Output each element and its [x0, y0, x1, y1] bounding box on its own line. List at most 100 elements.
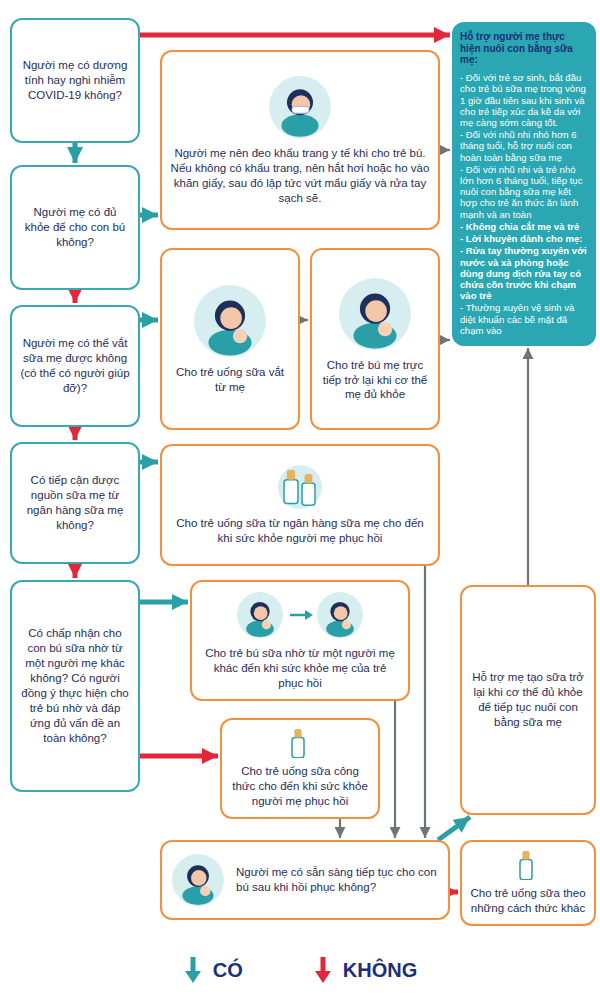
- legend-text: KHÔNG: [343, 959, 417, 982]
- icon-face: [365, 300, 387, 322]
- icon-bottle: [302, 483, 315, 505]
- node-text: Có chấp nhận cho con bú sữa nhờ từ một n…: [20, 626, 130, 746]
- flow-arrow: [140, 460, 158, 465]
- icon-face: [220, 307, 242, 329]
- flow-arrow: [438, 817, 470, 840]
- icon-bottle: [284, 480, 298, 504]
- icon-baby: [233, 329, 247, 343]
- node-text: Cho trẻ uống sữa từ ngân hàng sữa mẹ cho…: [170, 516, 430, 546]
- node-text: Người mẹ có đủ khỏe để cho con bú không?: [20, 205, 130, 250]
- icon-hair: [250, 602, 269, 621]
- icon-bg: [172, 854, 224, 906]
- icon-mask: [292, 107, 309, 114]
- node-text: Có tiếp cận được nguồn sữa mẹ từ ngân hà…: [20, 473, 130, 533]
- decision-box: Người mẹ có thể vắt sữa mẹ được không (c…: [10, 305, 140, 427]
- node-text: Hỗ trợ mẹ tạo sữa trở lại khi cơ thể đủ …: [470, 670, 586, 730]
- icon-arrowhead: [305, 610, 313, 620]
- legend-arrow: [183, 955, 203, 985]
- icon-hair: [360, 293, 390, 323]
- node-text: - Đối với nhũ nhi nhỏ hơn 6 tháng tuổi, …: [460, 129, 588, 163]
- flow-arrow: [450, 890, 458, 895]
- node-text: Người mẹ có dương tính hay nghi nhiễm CO…: [20, 58, 130, 103]
- icon-face: [191, 870, 207, 886]
- icon-face: [334, 606, 348, 620]
- flow-arrow: [140, 318, 158, 323]
- illustration: [260, 464, 340, 510]
- icon-face: [292, 95, 311, 114]
- illustration: [337, 276, 413, 352]
- flow-arrow: [73, 290, 78, 303]
- icon-baby: [342, 620, 351, 629]
- icon-face: [254, 606, 268, 620]
- node-text: - Không chia cắt mẹ và trẻ: [460, 221, 579, 232]
- action-box: Cho trẻ uống sữa công thức cho đến khi s…: [220, 718, 380, 819]
- flow-arrow: [73, 143, 78, 163]
- decision-box: Có chấp nhận cho con bú sữa nhờ từ một n…: [10, 580, 140, 792]
- panel-heading: Hỗ trợ người mẹ thực hiện nuôi con bằng …: [460, 31, 588, 66]
- flow-arrow: [140, 213, 158, 218]
- flow-arrow: [140, 754, 218, 759]
- flow-arrow: [339, 819, 341, 838]
- action-box: Cho trẻ uống sữa theo những cách thức kh…: [460, 840, 596, 926]
- action-box: Cho trẻ bú sữa nhờ từ một người mẹ khác …: [190, 580, 410, 701]
- icon-body: [326, 621, 354, 638]
- decision-box: Người mẹ có sẵn sàng tiếp tục cho con bú…: [160, 840, 450, 920]
- node-text: Người mẹ có thể vắt sữa mẹ được không (c…: [20, 336, 130, 396]
- icon-bg: [237, 592, 283, 638]
- icon-baby: [262, 620, 271, 629]
- icon-nipple: [305, 474, 313, 483]
- node-text: - Lời khuyên dành cho mẹ:: [460, 233, 583, 244]
- icon-hair: [187, 865, 209, 887]
- icon-baby: [200, 886, 210, 896]
- icon-arrow: [290, 614, 307, 617]
- illustration: [192, 283, 268, 359]
- icon-baby: [378, 322, 392, 336]
- decision-box: Có tiếp cận được nguồn sữa mẹ từ ngân hà…: [10, 442, 140, 564]
- icon-nipple: [294, 729, 301, 737]
- icon-bg: [194, 285, 266, 357]
- legend-item: CÓ: [183, 955, 243, 985]
- icon-body: [353, 322, 396, 348]
- icon-body: [246, 621, 274, 638]
- node-text: Cho trẻ uống sữa theo những cách thức kh…: [470, 886, 586, 916]
- node-text: - Đối với trẻ sơ sinh, bắt đầu cho trẻ b…: [460, 72, 588, 128]
- illustration: [265, 74, 335, 140]
- legend-item: KHÔNG: [313, 955, 417, 985]
- flow-arrow: [140, 33, 450, 38]
- action-box: Cho trẻ uống sữa từ ngân hàng sữa mẹ cho…: [160, 444, 440, 566]
- decision-box: Người mẹ có dương tính hay nghi nhiễm CO…: [10, 18, 140, 143]
- flow-arrow: [527, 348, 529, 585]
- legend-text: CÓ: [213, 959, 243, 982]
- flow-arrow: [73, 564, 78, 578]
- icon-bg: [339, 278, 411, 350]
- illustration: [286, 728, 314, 758]
- icon-bottle: [520, 859, 532, 879]
- node-text: - Rửa tay thường xuyên với nước và xà ph…: [460, 245, 588, 301]
- flow-arrow: [440, 339, 450, 341]
- icon-body: [182, 886, 213, 905]
- flow-arrow: [440, 149, 450, 151]
- flow-arrow: [73, 427, 78, 440]
- flow-arrow: [394, 701, 396, 838]
- action-box: Hỗ trợ mẹ tạo sữa trở lại khi cơ thể đủ …: [460, 585, 596, 815]
- icon-nipple: [522, 851, 529, 859]
- icon-hair: [330, 602, 349, 621]
- action-box: Người mẹ nên đeo khẩu trang y tế khi cho…: [160, 50, 440, 230]
- flow-arrow: [300, 319, 308, 321]
- icon-hair: [287, 89, 313, 115]
- icon-body: [281, 115, 318, 137]
- node-text: Cho trẻ uống sữa công thức cho đến khi s…: [230, 764, 370, 809]
- node-text: Cho trẻ bú sữa nhờ từ một người mẹ khác …: [200, 646, 400, 691]
- legend: CÓ KHÔNG: [0, 950, 600, 990]
- node-text: Cho trẻ uống sữa vắt từ mẹ: [170, 365, 290, 395]
- illustration: [235, 590, 365, 640]
- node-text: Người mẹ có sẵn sàng tiếp tục cho con bú…: [236, 865, 440, 895]
- legend-arrow: [313, 955, 333, 985]
- flow-arrow: [140, 600, 188, 605]
- support-panel: Hỗ trợ người mẹ thực hiện nuôi con bằng …: [452, 22, 596, 346]
- node-text: - Đối với nhũ nhi và trẻ nhỏ lớn hơn 6 t…: [460, 164, 588, 220]
- icon-hair: [215, 301, 245, 331]
- icon-body: [208, 330, 251, 356]
- icon-bg: [278, 465, 322, 509]
